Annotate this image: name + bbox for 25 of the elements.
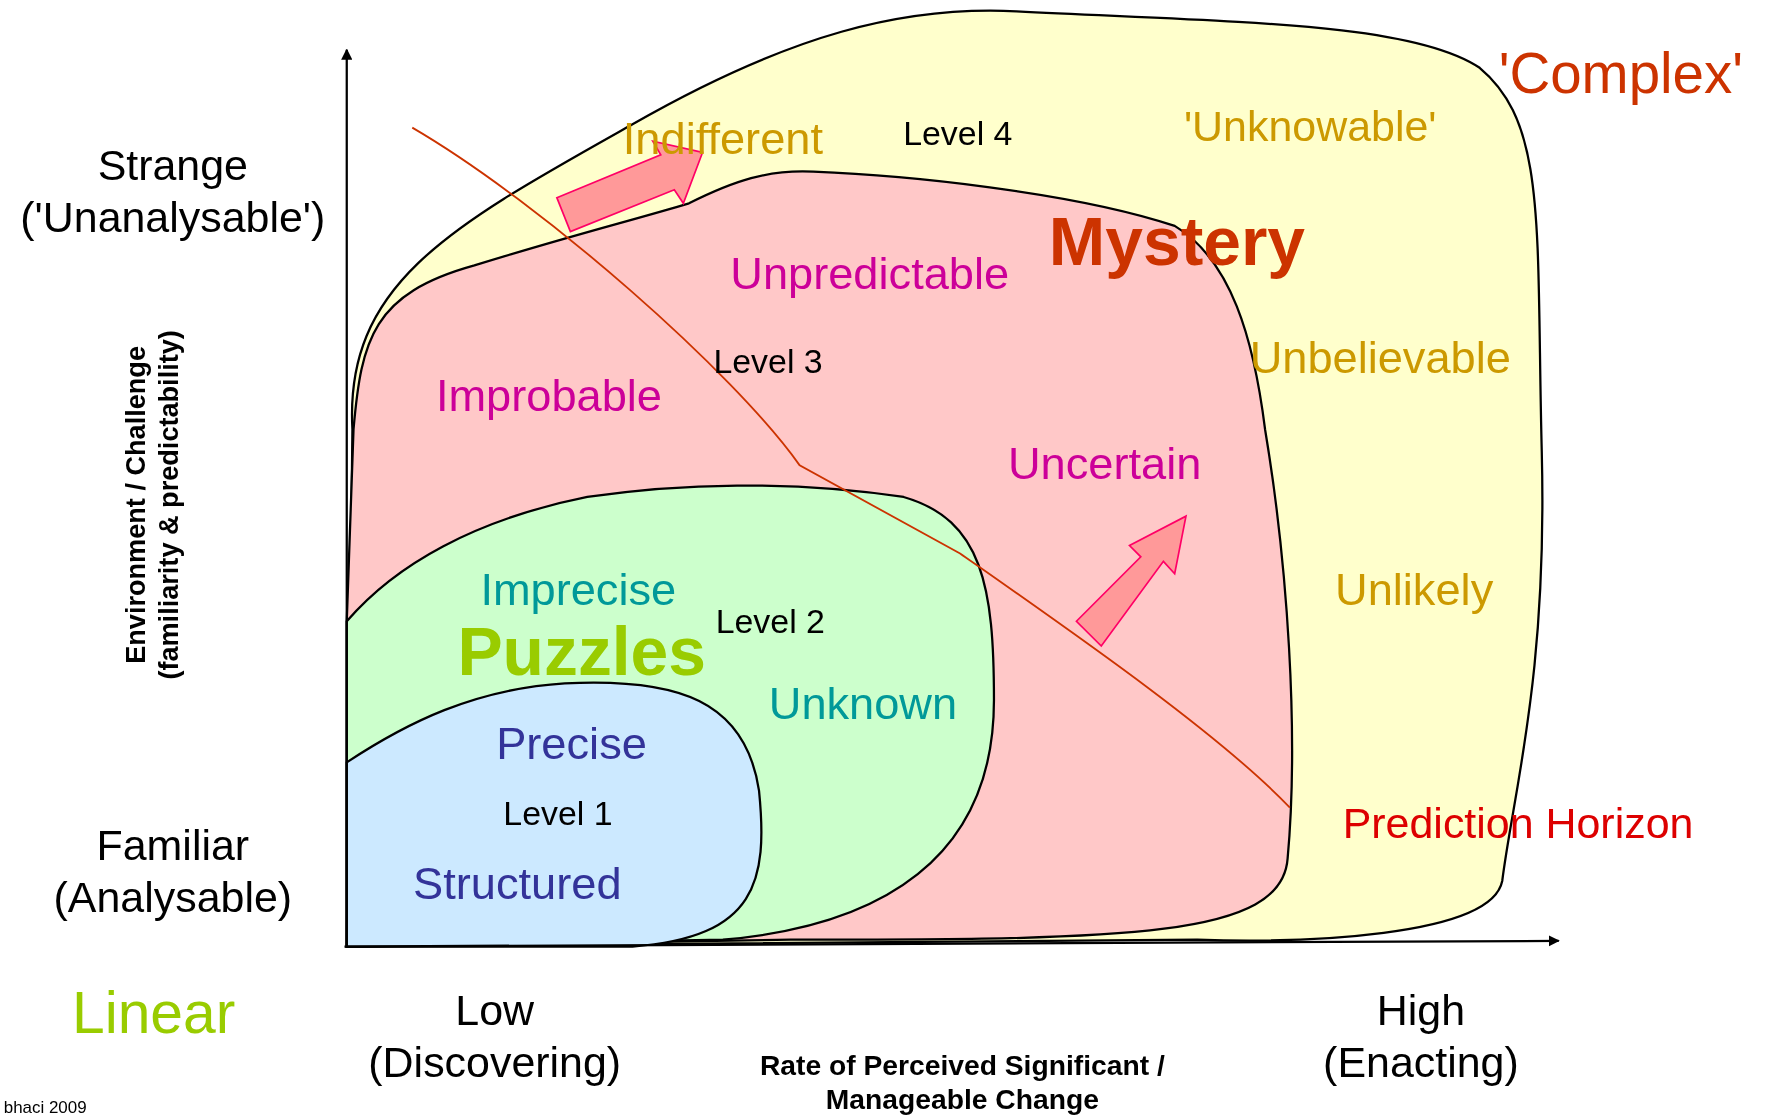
level-label: Level 4 xyxy=(903,113,1013,154)
region-label: Unknown xyxy=(768,677,958,731)
level-label: Level 2 xyxy=(715,601,825,642)
region-label: Structured xyxy=(413,857,622,911)
region-label: Improbable xyxy=(435,369,662,423)
region-label: 'Unknowable' xyxy=(1183,102,1437,153)
axis-label: Low (Discovering) xyxy=(367,985,623,1088)
region-label: Precise xyxy=(496,717,647,771)
region-label: Imprecise xyxy=(480,563,677,617)
source-note: bhaci 2009 xyxy=(3,1096,87,1118)
region-label: Unpredictable xyxy=(730,247,1010,301)
region-title: 'Complex' xyxy=(1498,40,1744,108)
region-title: Puzzles xyxy=(457,614,706,693)
region-title: Linear xyxy=(71,979,236,1048)
region-label: Unlikely xyxy=(1335,563,1494,617)
region-label: Unbelievable xyxy=(1249,331,1511,384)
level-label: Level 3 xyxy=(713,341,823,382)
region-label: Uncertain xyxy=(1007,437,1202,490)
axis-label: Strange ('Unanalysable') xyxy=(19,140,327,243)
level-label: Level 1 xyxy=(503,793,613,834)
axis-label: Familiar (Analysable) xyxy=(52,820,294,923)
axis-title: Rate of Perceived Significant / Manageable Change xyxy=(758,1048,1166,1116)
region-label: Indifferent xyxy=(622,111,823,165)
axis-label: High (Enacting) xyxy=(1322,985,1520,1088)
axis-title: Environment / Challenge (familiarity & predictability) xyxy=(119,329,185,682)
